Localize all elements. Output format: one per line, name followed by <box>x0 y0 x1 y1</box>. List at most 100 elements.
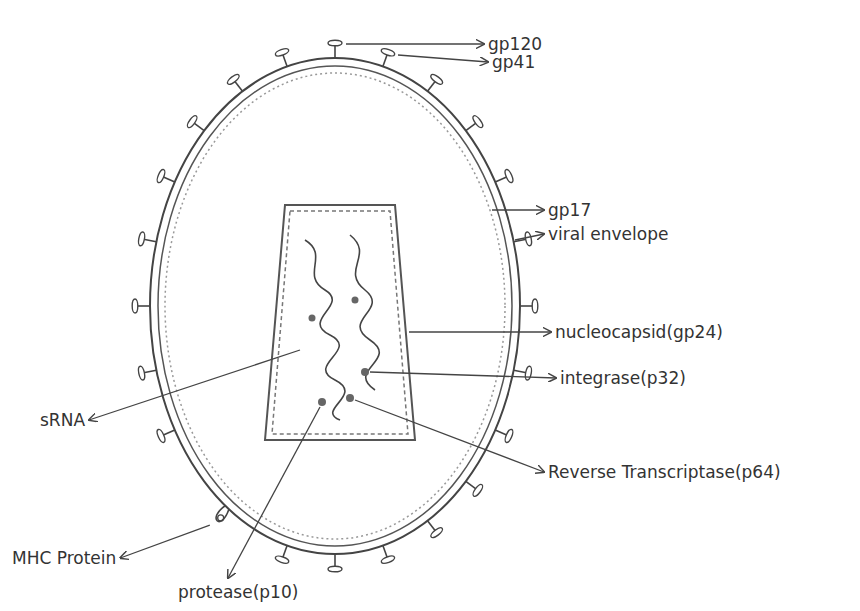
spike-stem <box>163 430 175 435</box>
glycoprotein-spike <box>275 47 290 66</box>
envelope-outer <box>150 58 520 554</box>
matrix-layer <box>165 73 505 539</box>
glycoprotein-spike <box>380 47 395 66</box>
glycoprotein-spike <box>186 114 204 130</box>
leader-line <box>370 372 556 378</box>
glycoprotein-spike <box>520 299 538 313</box>
spike-cap <box>275 47 290 57</box>
spike-cap <box>429 73 443 86</box>
glycoprotein-spike <box>132 299 150 313</box>
spike-stem <box>235 81 243 91</box>
spike-cap <box>275 555 290 565</box>
glycoprotein-spike <box>137 366 156 381</box>
leader-line <box>492 209 544 210</box>
glycoprotein-spike <box>428 521 444 539</box>
mhc-loop <box>216 506 229 522</box>
leader-line <box>515 234 544 240</box>
spike-cap <box>186 114 199 129</box>
spike-cap <box>328 566 342 572</box>
glycoprotein-spike <box>275 546 290 565</box>
integrase-dot <box>361 368 369 376</box>
part-label: nucleocapsid(gp24) <box>555 322 723 342</box>
spike-stem <box>428 521 436 531</box>
spike-stem <box>144 370 157 373</box>
spike-stem <box>466 123 476 131</box>
leader-line <box>355 400 544 472</box>
spike-cap <box>380 555 395 565</box>
leader-line <box>89 350 300 420</box>
spike-cap <box>429 526 443 539</box>
glycoprotein-spike <box>156 169 175 184</box>
spike-cap <box>471 114 484 129</box>
glycoprotein-spike <box>328 554 342 572</box>
spike-stem <box>334 554 336 567</box>
spike-stem <box>334 45 336 58</box>
spike-group <box>132 40 538 572</box>
spike-stem <box>283 54 287 66</box>
spike-stem <box>144 239 157 242</box>
leader-line <box>120 525 210 558</box>
glycoprotein-spike <box>137 231 156 246</box>
spike-cap <box>137 366 145 381</box>
envelope-inner <box>158 66 512 546</box>
spike-stem <box>163 177 175 182</box>
part-label: gp120 <box>488 34 542 54</box>
mhc-protein-symbol <box>216 506 229 522</box>
spike-stem <box>514 370 527 373</box>
spike-cap <box>524 231 532 246</box>
glycoprotein-spike <box>328 40 342 58</box>
spike-cap <box>524 366 532 381</box>
leader-line <box>409 331 551 332</box>
spike-stem <box>383 54 387 66</box>
part-label: protease(p10) <box>178 582 298 602</box>
glycoprotein-spike <box>514 366 533 381</box>
spike-stem <box>495 430 507 435</box>
spike-cap <box>504 428 515 443</box>
spike-stem <box>283 546 287 558</box>
part-label: sRNA <box>40 410 85 430</box>
spike-stem <box>194 123 204 131</box>
glycoprotein-spike <box>226 73 242 91</box>
rna-strand <box>305 240 345 420</box>
glycoprotein-spike <box>495 428 514 443</box>
part-label: gp17 <box>548 200 591 220</box>
spike-stem <box>520 305 533 307</box>
spike-stem <box>137 305 150 307</box>
mhc-knob <box>218 515 224 521</box>
spike-stem <box>466 481 476 489</box>
spike-cap <box>532 299 538 313</box>
leader-line <box>346 43 484 44</box>
capsid-inner-outline <box>272 211 408 434</box>
protease-dot <box>318 398 326 406</box>
rna-strand <box>350 235 379 390</box>
capsid-outline <box>265 205 415 440</box>
enzyme-dot <box>309 315 316 322</box>
spike-cap <box>471 483 484 498</box>
leader-line <box>228 407 320 578</box>
part-label: integrase(p32) <box>560 368 686 388</box>
glycoprotein-spike <box>156 428 175 443</box>
spike-cap <box>156 428 167 443</box>
enzyme-dot <box>352 297 359 304</box>
glycoprotein-spike <box>495 169 514 184</box>
part-label: MHC Protein <box>12 548 116 568</box>
glycoprotein-spike <box>466 481 484 497</box>
spike-cap <box>380 47 395 57</box>
part-label: Reverse Transcriptase(p64) <box>548 462 781 482</box>
spike-cap <box>328 40 342 46</box>
part-label: gp41 <box>492 52 535 72</box>
spike-cap <box>156 169 167 184</box>
spike-stem <box>495 177 507 182</box>
spike-cap <box>504 169 515 184</box>
glycoprotein-spike <box>466 114 484 130</box>
spike-stem <box>383 546 387 558</box>
glycoprotein-spike <box>380 546 395 565</box>
glycoprotein-spike <box>428 73 444 91</box>
reverse-transcriptase-dot <box>346 394 354 402</box>
spike-cap <box>132 299 138 313</box>
spike-cap <box>137 231 145 246</box>
spike-stem <box>428 81 436 91</box>
spike-cap <box>226 73 240 86</box>
